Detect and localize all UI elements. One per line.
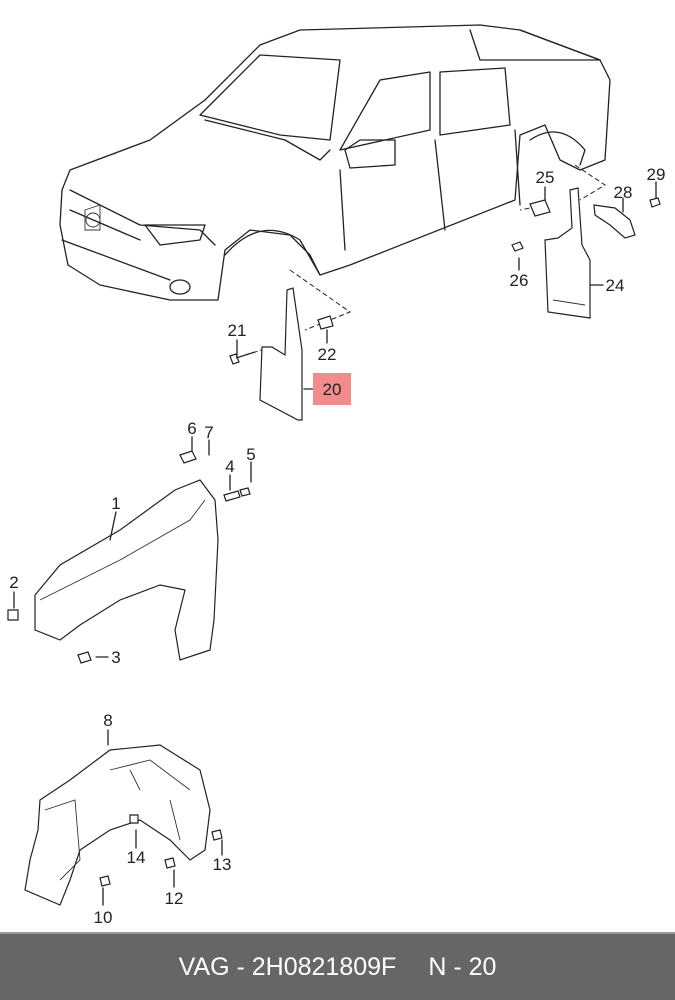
label-28: 28 <box>614 183 633 202</box>
label-13: 13 <box>213 855 232 874</box>
label-26: 26 <box>510 271 529 290</box>
footer-bar: VAG - 2H0821809F N - 20 <box>0 932 675 1000</box>
front-mudflap-assembly <box>229 269 352 421</box>
front-fender-assembly <box>7 436 252 664</box>
part-number: VAG - 2H0821809F <box>178 952 397 981</box>
label-7: 7 <box>204 423 213 442</box>
rear-mudflap-assembly <box>511 164 661 319</box>
label-2: 2 <box>9 573 18 592</box>
label-6: 6 <box>187 419 196 438</box>
position-number: N - 20 <box>428 952 497 981</box>
label-22: 22 <box>318 345 337 364</box>
label-14: 14 <box>127 848 146 867</box>
wheel-housing-liner <box>24 729 223 906</box>
label-20: 20 <box>323 380 342 399</box>
label-4: 4 <box>225 457 234 476</box>
label-8: 8 <box>103 711 112 730</box>
label-24: 24 <box>606 276 625 295</box>
parts-diagram: 1 2 3 4 5 6 7 8 10 12 13 14 20 21 22 24 … <box>7 24 666 927</box>
label-10: 10 <box>94 908 113 927</box>
label-1: 1 <box>111 494 120 513</box>
label-29: 29 <box>647 165 666 184</box>
truck-illustration <box>59 24 611 301</box>
label-21: 21 <box>228 321 247 340</box>
label-12: 12 <box>165 889 184 908</box>
label-3: 3 <box>111 648 120 667</box>
highlighted-callout-20 <box>313 373 351 405</box>
label-25: 25 <box>536 168 555 187</box>
label-5: 5 <box>246 445 255 464</box>
